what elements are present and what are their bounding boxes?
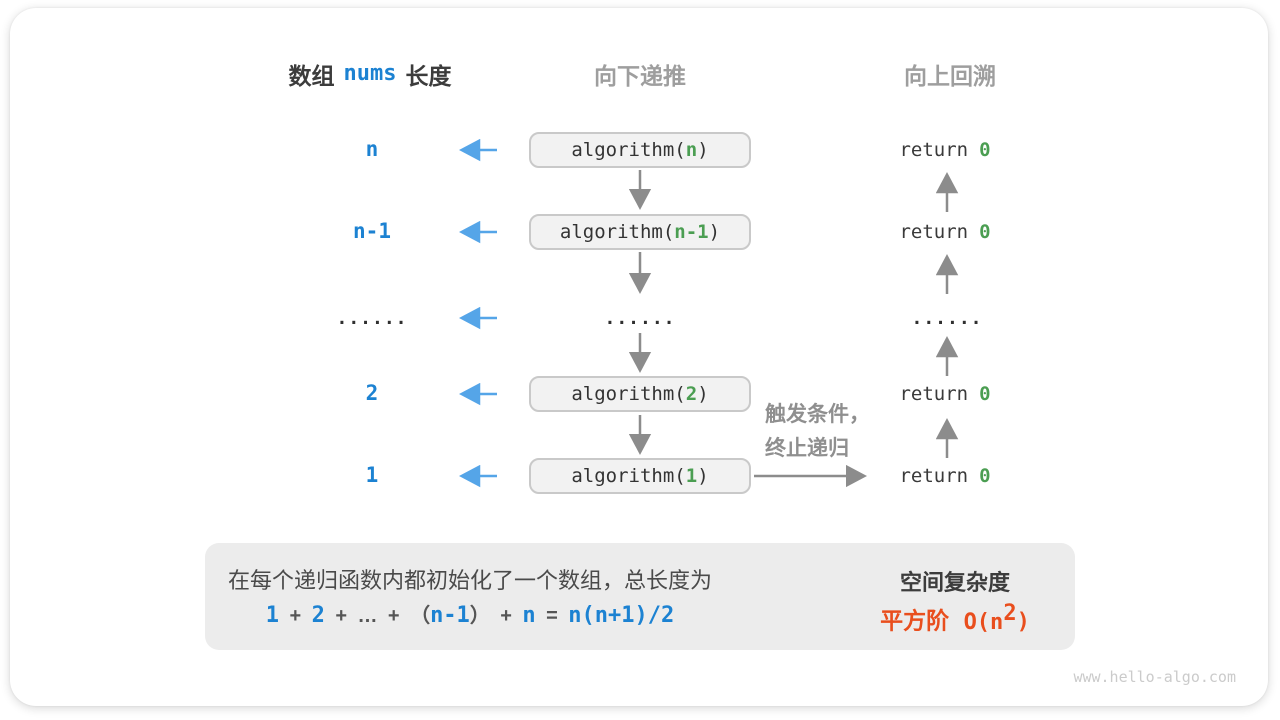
header-array-suffix: 长度 [405,62,452,89]
call-open: algorithm( [571,139,686,161]
formula-term-n: n [522,603,536,628]
header-recurse-down: 向下递推 [594,62,686,89]
formula-term-2: 2 [311,603,325,628]
return-line-2: return 0 [875,383,1015,405]
complexity-title: 空间复杂度 [899,570,1010,595]
header-array-prefix: 数组 [288,62,335,89]
call-box-1: algorithm(1) [529,458,751,494]
formula-plus: + [387,605,400,627]
header-array-code: nums [343,61,397,86]
header-backtrack-up: 向上回溯 [904,62,996,89]
formula-plus: + [500,605,512,627]
call-arg: 2 [685,383,698,405]
length-label-1: 1 [365,463,379,487]
big-o-close: ) [1016,609,1030,635]
call-close: ) [697,383,709,405]
call-arg: 1 [685,465,698,487]
formula-open-paren: （ [410,605,431,627]
return-value: 0 [979,221,991,243]
formula-result: n(n+1)/2 [568,603,675,628]
formula-ellipsis: … [357,605,378,627]
formula-plus: + [289,605,302,627]
formula-term-1: 1 [265,603,280,628]
call-close: ) [697,139,709,161]
call-box-n: algorithm(n) [529,132,751,168]
trigger-note-line2: 终止递归 [765,437,849,460]
length-label-2: 2 [365,381,379,405]
call-open: algorithm( [571,465,686,487]
watermark: www.hello-algo.com [1073,668,1236,686]
trigger-note-line1: 触发条件， [765,403,870,426]
call-arg: n-1 [674,221,709,243]
return-keyword: return [899,221,969,243]
call-box-2: algorithm(2) [529,376,751,412]
complexity-result: 平方阶 O(n2) [850,601,1060,636]
return-keyword: return [899,465,969,487]
call-ellipsis: ...... [604,308,676,329]
formula-plus: + [335,605,348,627]
return-line-n: return 0 [875,139,1015,161]
call-open: algorithm( [559,221,675,243]
formula-close-paren: ） [469,605,490,627]
return-line-1: return 0 [875,465,1015,487]
length-label-n: n [365,137,379,161]
big-o-open: O(n [963,609,1004,635]
summary-formula: 1 + 2 + … + （n-1） + n = n(n+1)/2 [205,599,735,628]
big-o-exponent: 2 [1003,601,1017,626]
return-value: 0 [979,383,991,405]
return-keyword: return [899,139,969,161]
length-ellipsis: ...... [336,308,408,329]
return-ellipsis: ...... [911,308,983,329]
formula-equals: = [546,605,558,627]
call-close: ) [708,221,721,243]
return-line-n-1: return 0 [875,221,1015,243]
formula-term-n-1: n-1 [430,603,470,628]
header-array-length: 数组 nums 长度 [250,60,490,89]
return-value: 0 [979,465,991,487]
complexity-order-label: 平方阶 [880,607,950,634]
call-close: ) [697,465,709,487]
length-label-n-1: n-1 [353,219,391,243]
call-arg: n [685,139,698,161]
call-open: algorithm( [571,383,686,405]
summary-description: 在每个递归函数内都初始化了一个数组，总长度为 [227,568,712,593]
call-box-n-1: algorithm(n-1) [529,214,751,250]
summary-box: 在每个递归函数内都初始化了一个数组，总长度为 1 + 2 + … + （n-1）… [205,543,1075,650]
return-value: 0 [979,139,991,161]
return-keyword: return [899,383,969,405]
